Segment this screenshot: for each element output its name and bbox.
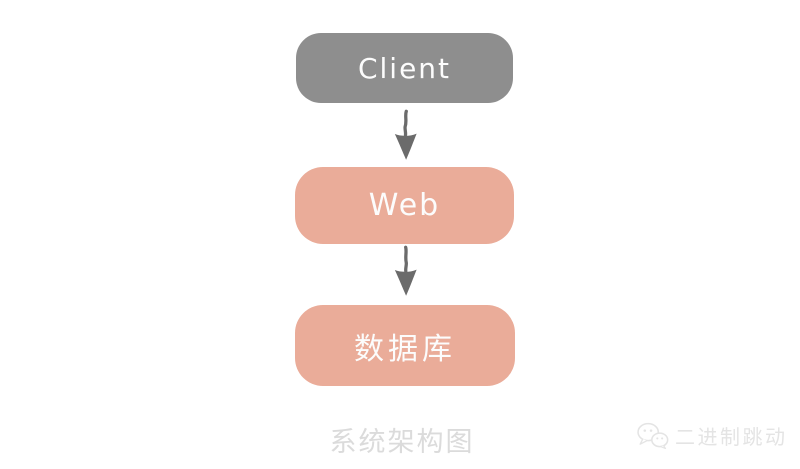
down-arrow-icon bbox=[394, 109, 417, 160]
watermark: 二进制跳动 bbox=[636, 421, 788, 450]
diagram-caption: 系统架构图 bbox=[329, 427, 475, 458]
node-database-label: 数据库 bbox=[354, 331, 456, 367]
down-arrow-icon bbox=[394, 245, 417, 296]
node-client-label: Client bbox=[357, 51, 452, 85]
arrow-head bbox=[394, 269, 417, 296]
wechat-chat-bubbles-icon bbox=[637, 422, 669, 449]
arrow-shaft bbox=[404, 245, 408, 273]
watermark-text: 二进制跳动 bbox=[675, 425, 788, 449]
arrow-shaft bbox=[403, 109, 408, 137]
arrow-head bbox=[394, 133, 417, 160]
node-web-label: Web bbox=[368, 188, 441, 223]
node-database: 数据库 bbox=[295, 305, 515, 386]
node-web: Web bbox=[295, 167, 514, 244]
node-client: Client bbox=[296, 33, 513, 103]
